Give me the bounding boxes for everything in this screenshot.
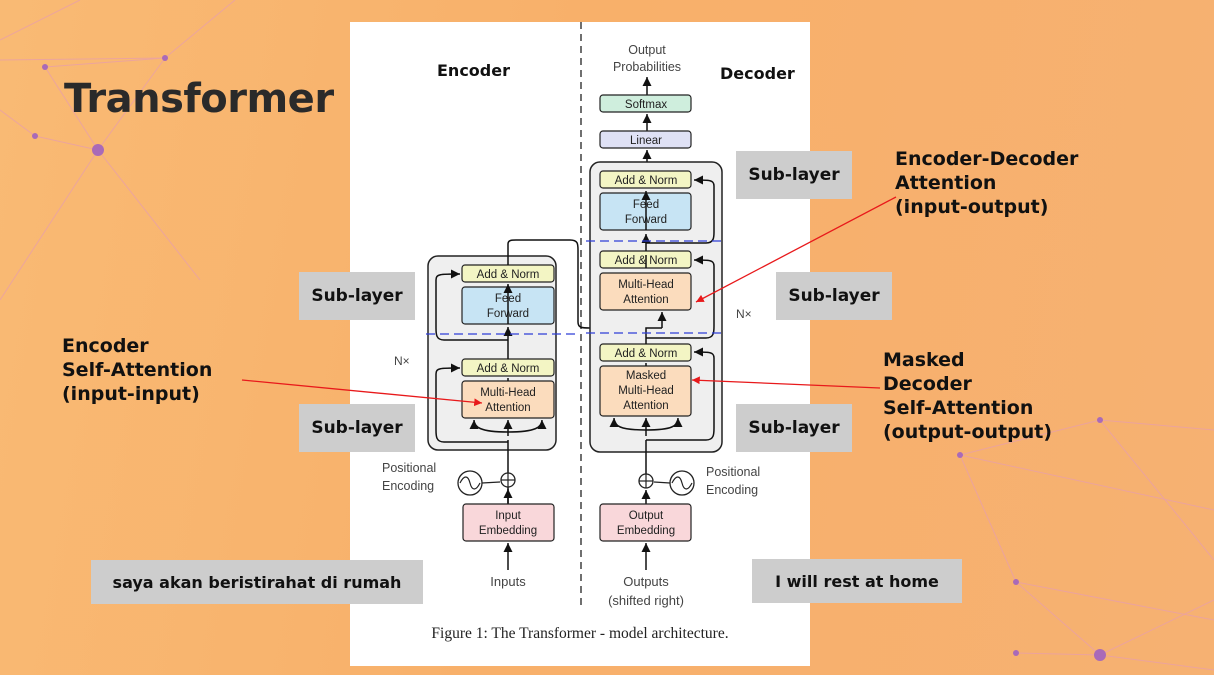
svg-text:Add & Norm: Add & Norm [477,269,540,281]
svg-text:Attention: Attention [485,402,530,414]
softmax-block [599,94,692,113]
output-embedding [599,503,692,542]
output-sentence: I will rest at home [752,559,962,603]
input-sentence: saya akan beristirahat di rumah [91,560,423,604]
svg-text:Attention: Attention [623,400,668,412]
svg-text:N×: N× [736,307,752,321]
svg-text:Multi-Head: Multi-Head [618,385,674,397]
svg-text:N×: N× [394,354,410,368]
svg-text:Output: Output [628,43,666,57]
svg-text:Embedding: Embedding [617,525,675,537]
svg-text:Embedding: Embedding [479,525,537,537]
slide-title: Transformer [64,76,334,122]
svg-text:(shifted right): (shifted right) [608,593,684,608]
svg-text:Encoding: Encoding [706,483,758,497]
linear-block [599,130,692,149]
svg-text:Add & Norm: Add & Norm [477,363,540,375]
svg-text:Add & Norm: Add & Norm [615,348,678,360]
sublayer-label: Sub-layer [736,151,852,199]
svg-text:Probabilities: Probabilities [613,60,681,74]
transformer-figure: Add & Norm Feed Forward Add & Norm Multi… [350,22,810,666]
svg-text:Output: Output [629,510,664,522]
svg-text:Linear: Linear [630,135,662,147]
sublayer-label: Sub-layer [299,272,415,320]
svg-text:Outputs: Outputs [623,574,669,589]
masked-decoder-self-attention-annotation: Masked Decoder Self-Attention (output-ou… [883,349,1052,443]
svg-text:Positional: Positional [382,461,436,475]
svg-text:Multi-Head: Multi-Head [618,279,674,291]
svg-text:Input: Input [495,510,521,522]
decoder-add-norm-3 [599,170,692,189]
sublayer-label: Sub-layer [776,272,892,320]
svg-text:Inputs: Inputs [490,574,526,589]
svg-text:Add & Norm: Add & Norm [615,175,678,187]
decoder-encoder-attention [599,272,692,311]
svg-text:Masked: Masked [626,370,666,382]
svg-text:Softmax: Softmax [625,99,667,111]
input-embedding [462,503,555,542]
transformer-diagram: Add & Norm Feed Forward Add & Norm Multi… [382,22,760,608]
svg-text:Encoding: Encoding [382,479,434,493]
encoder-decoder-attention-annotation: Encoder-Decoder Attention (input-output) [895,148,1079,218]
encoder-self-attention-annotation: Encoder Self-Attention (input-input) [62,335,213,405]
svg-text:Multi-Head: Multi-Head [480,387,536,399]
encoder-header: Encoder [437,61,510,80]
figure-caption: Figure 1: The Transformer - model archit… [431,625,729,642]
decoder-header: Decoder [720,64,795,83]
svg-text:Attention: Attention [623,294,668,306]
sublayer-label: Sub-layer [736,404,852,452]
svg-text:Positional: Positional [706,465,760,479]
encoder-stack [427,255,557,451]
sublayer-label: Sub-layer [299,404,415,452]
